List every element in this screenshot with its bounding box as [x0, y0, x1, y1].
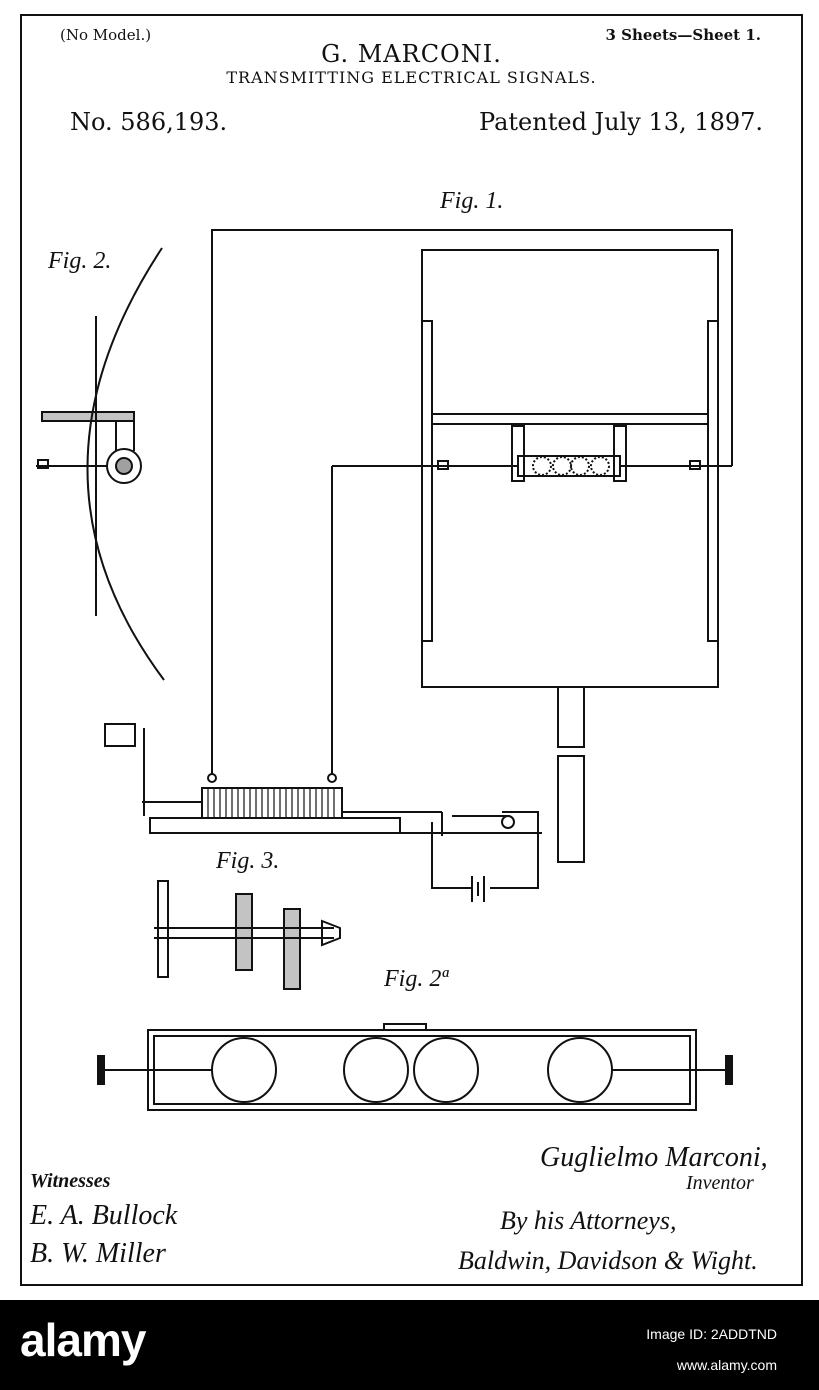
fig1-label: Fig. 1.	[440, 188, 503, 215]
induction-coil-circuit	[105, 724, 542, 902]
site-url[interactable]: www.alamy.com	[677, 1357, 777, 1373]
witness-1-signature: E. A. Bullock	[30, 1200, 177, 1232]
fig3-label: Fig. 3.	[216, 848, 279, 875]
patent-sheet: (No Model.) 3 Sheets—Sheet 1. G. MARCONI…	[20, 14, 803, 1286]
image-id: Image ID: 2ADDTND	[646, 1326, 777, 1342]
brand-logo[interactable]: alamy	[20, 1313, 145, 1367]
attorneys-signature: Baldwin, Davidson & Wight.	[458, 1246, 758, 1276]
patent-drawing	[22, 16, 805, 1288]
by-attorneys: By his Attorneys,	[500, 1206, 676, 1236]
fig2-label: Fig. 2.	[48, 248, 111, 275]
witness-2-signature: B. W. Miller	[30, 1238, 166, 1270]
inventor-role: Inventor	[686, 1172, 754, 1195]
fig3-spindle	[154, 881, 340, 989]
fig1-apparatus	[212, 230, 732, 862]
fig2-reflector	[36, 248, 164, 680]
witnesses-label: Witnesses	[30, 1170, 110, 1193]
inventor-signature: Guglielmo Marconi,	[540, 1142, 768, 1174]
fig2a-label: Fig. 2ª	[384, 966, 448, 993]
fig2a-tube	[98, 1024, 732, 1110]
